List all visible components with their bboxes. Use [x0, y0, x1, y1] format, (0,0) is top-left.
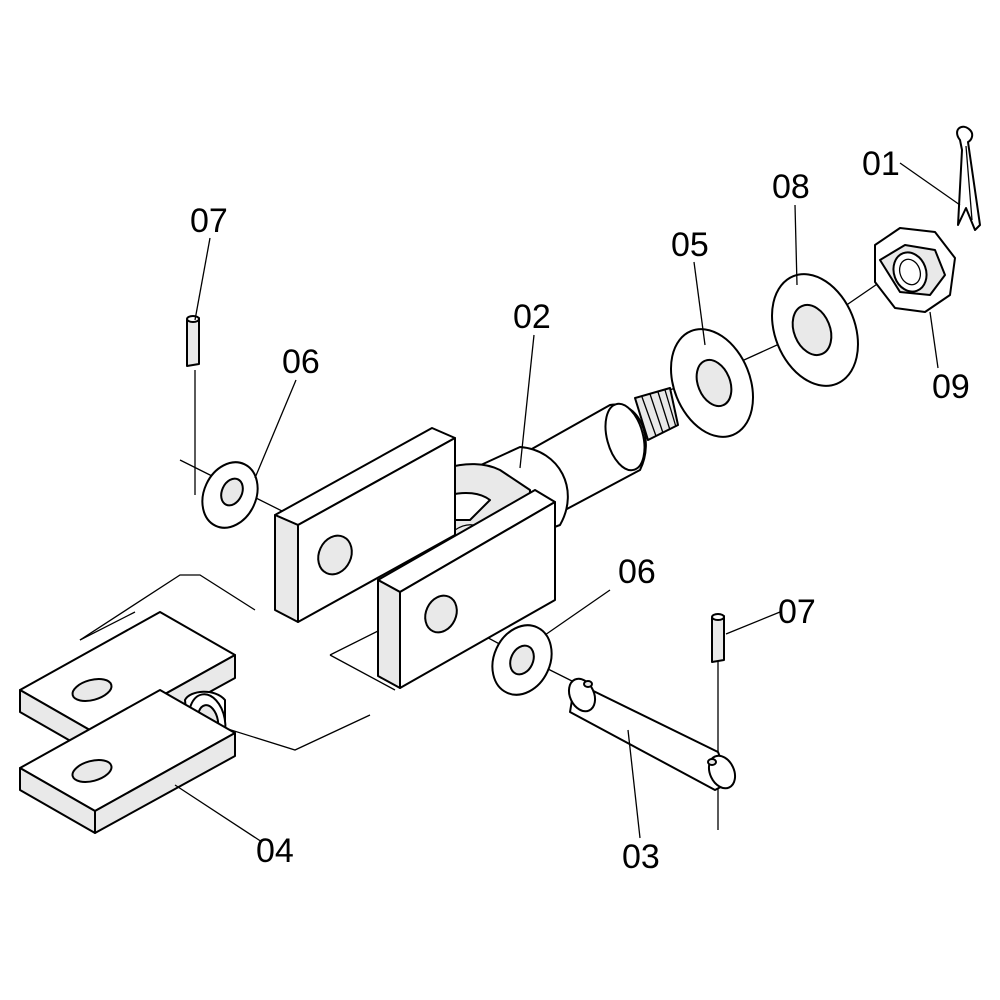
split-pin-icon: [956, 125, 981, 231]
large-washer-icon: [771, 273, 859, 387]
callout-08: 08: [772, 168, 810, 206]
roll-pin-icon: [711, 613, 725, 663]
callout-03: 03: [622, 838, 660, 876]
callout-labels: 01 08 05 02 06 07 09 06 07 03 04: [190, 145, 970, 876]
flat-washer-icon: [669, 328, 755, 438]
clevis-pin-icon: [567, 677, 737, 791]
leader-lines: [174, 162, 961, 843]
callout-09: 09: [932, 368, 970, 406]
callout-07-left: 07: [190, 202, 228, 240]
roll-pin-icon: [186, 315, 200, 367]
callout-01: 01: [862, 145, 900, 183]
clevis-plate-left: [274, 427, 456, 623]
callout-05: 05: [671, 226, 709, 264]
spacer-plates-icon: [19, 611, 236, 834]
callout-02: 02: [513, 298, 551, 336]
small-washer-icon: [491, 624, 553, 696]
clevis-plate-right: [377, 489, 556, 689]
callout-06-right: 06: [618, 553, 656, 591]
castle-nut-icon: [874, 227, 956, 313]
small-washer-icon: [201, 461, 259, 529]
callout-04: 04: [256, 832, 294, 870]
callout-07-right: 07: [778, 593, 816, 631]
callout-06-left: 06: [282, 343, 320, 381]
